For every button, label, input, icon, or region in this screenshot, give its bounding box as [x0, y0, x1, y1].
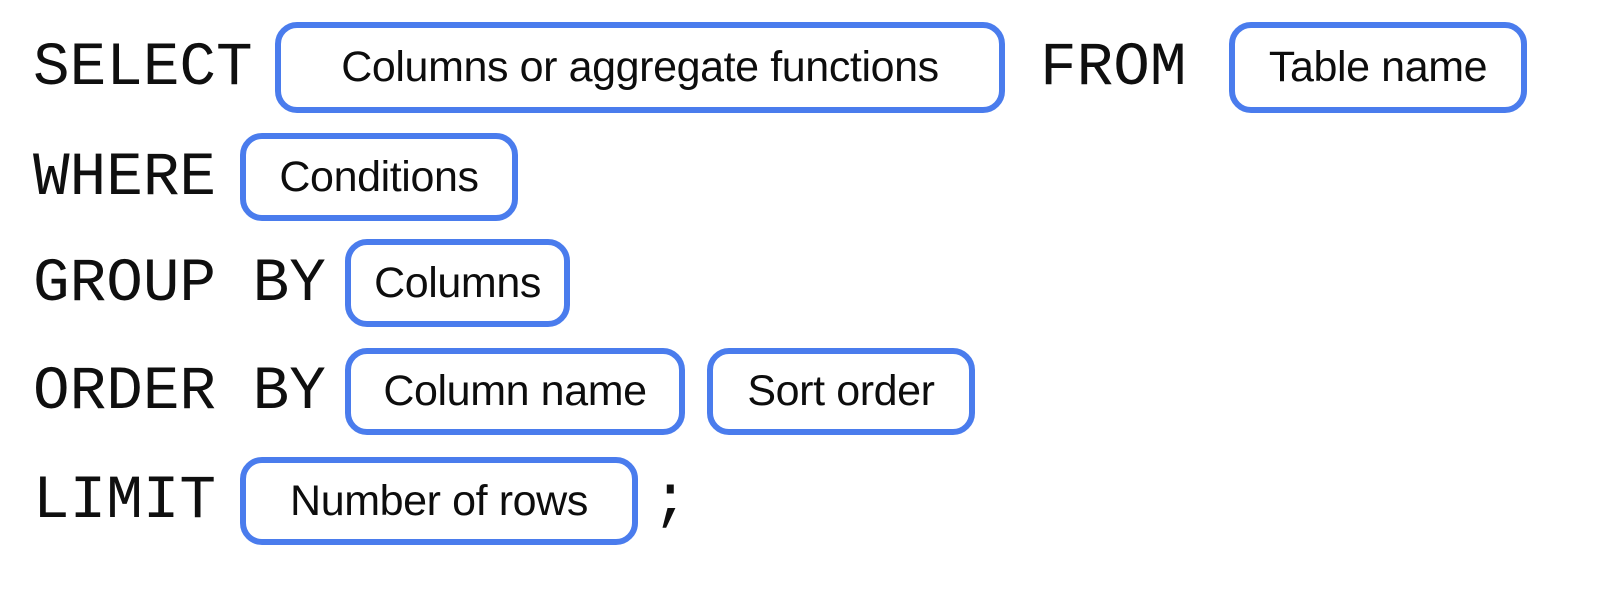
slot-table-name[interactable]: Table name: [1229, 22, 1527, 113]
slot-sort-order[interactable]: Sort order: [707, 348, 975, 435]
keyword-group-by: GROUP BY: [33, 250, 326, 319]
slot-order-by-column-name[interactable]: Column name: [345, 348, 685, 435]
slot-table-name-label: Table name: [1268, 43, 1488, 91]
slot-conditions-label: Conditions: [279, 152, 479, 201]
slot-select-columns[interactable]: Columns or aggregate functions: [275, 22, 1005, 113]
slot-group-by-columns-label: Columns: [374, 258, 541, 307]
slot-conditions[interactable]: Conditions: [240, 133, 518, 221]
keyword-where: WHERE: [33, 144, 217, 213]
keyword-order-by: ORDER BY: [33, 358, 326, 427]
slot-number-of-rows[interactable]: Number of rows: [240, 457, 638, 545]
slot-number-of-rows-label: Number of rows: [290, 476, 588, 525]
keyword-from: FROM: [1040, 34, 1187, 103]
keyword-limit: LIMIT: [33, 467, 217, 536]
slot-select-columns-label: Columns or aggregate functions: [341, 43, 939, 91]
slot-order-by-column-name-label: Column name: [383, 367, 647, 415]
slot-group-by-columns[interactable]: Columns: [345, 239, 570, 327]
slot-sort-order-label: Sort order: [747, 367, 935, 415]
statement-terminator-semicolon: ;: [652, 467, 689, 536]
keyword-select: SELECT: [33, 34, 253, 103]
